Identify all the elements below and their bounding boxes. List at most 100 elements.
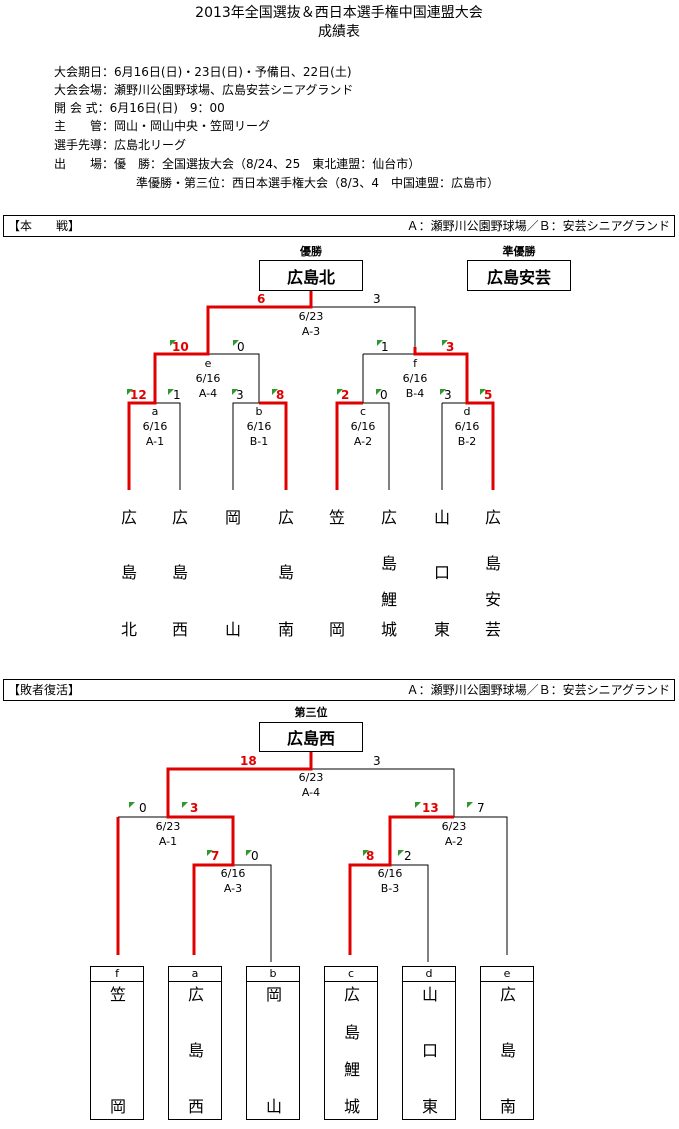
rep-team-label: b — [247, 967, 299, 982]
semi-f-venue: B-4 — [405, 387, 425, 400]
final-score-right: 3 — [373, 292, 381, 306]
semi-e-venue: A-4 — [198, 387, 218, 400]
win-mark — [232, 389, 238, 395]
qf-c-score-left: 2 — [341, 388, 350, 402]
third-place-name: 広島西 — [286, 729, 335, 748]
team-hiroshima-kita-3: 北 — [120, 620, 138, 639]
info-leader: 選手先導：広島北リーグ — [54, 138, 187, 152]
info-dates: 大会期日：6月16日(日)・23日(日)・予備日、22日(土) — [54, 65, 352, 79]
rep-team-box-b: b 岡 山 — [246, 966, 300, 1120]
team-hiroshima-minami-1: 広 — [277, 508, 295, 527]
win-mark — [398, 850, 404, 856]
rep-l2-score-left: 7 — [211, 849, 220, 863]
rep-team-char: 岡 — [109, 1097, 127, 1116]
final-score-left: 6 — [257, 292, 266, 306]
semi-f-score-left: 1 — [381, 340, 389, 354]
rep-final-score-left: 18 — [240, 754, 257, 768]
rep-l1-date: 6/23 — [155, 820, 181, 833]
team-kasaoka-3: 岡 — [328, 620, 346, 639]
rep-team-char: 広 — [499, 985, 517, 1004]
champion-box: 広島北 — [259, 260, 363, 291]
rep-team-box-e: e 広 島 南 — [480, 966, 534, 1120]
rep-team-char: 広 — [343, 985, 361, 1004]
win-mark — [129, 802, 135, 808]
runnerup-box: 広島安芸 — [467, 260, 571, 291]
qf-b-score-left: 3 — [236, 388, 244, 402]
rep-r2-score-left: 8 — [366, 849, 375, 863]
win-mark — [442, 340, 448, 346]
win-mark — [377, 340, 383, 346]
rep-team-char: 島 — [499, 1041, 517, 1060]
qf-d-venue: B-2 — [457, 435, 477, 448]
rep-team-char: 島 — [187, 1041, 205, 1060]
semi-e-date: 6/16 — [195, 372, 221, 385]
rep-team-char: 西 — [187, 1097, 205, 1116]
rep-team-label: d — [403, 967, 455, 982]
win-mark — [207, 850, 213, 856]
rep-team-box-f: f 笠 岡 — [90, 966, 144, 1120]
rep-r1-date: 6/23 — [441, 820, 467, 833]
win-mark — [480, 389, 486, 395]
win-mark — [246, 850, 252, 856]
third-place-box: 広島西 — [259, 722, 363, 752]
qf-b-score-right: 8 — [276, 388, 285, 402]
rep-team-box-d: d 山 口 東 — [402, 966, 456, 1120]
rep-team-char: 南 — [499, 1097, 517, 1116]
rep-team-char: 城 — [343, 1097, 361, 1116]
qf-c-venue: A-2 — [353, 435, 373, 448]
info-host: 主 管：岡山・岡山中央・笠岡リーグ — [54, 119, 271, 133]
qf-d-score-right: 5 — [484, 388, 493, 402]
semi-e-score-right: 0 — [237, 340, 245, 354]
runnerup-label: 準優勝 — [502, 245, 536, 258]
team-hiroshima-minami-2: 島 — [277, 563, 295, 582]
team-hiroshima-aki-3: 芸 — [484, 620, 502, 639]
qf-b-label: b — [255, 405, 263, 418]
rep-final-date: 6/23 — [298, 771, 324, 784]
rep-l2-venue: A-3 — [223, 882, 243, 895]
qf-c-score-right: 0 — [380, 388, 388, 402]
qf-a-date: 6/16 — [142, 420, 168, 433]
team-hiroshima-kita-2: 島 — [120, 563, 138, 582]
team-hiroshima-aki-1: 広 — [484, 508, 502, 527]
team-kasaoka-1: 笠 — [328, 508, 346, 527]
team-hiroshima-aki-2: 島安 — [485, 554, 502, 609]
qf-a-score-left: 12 — [130, 388, 147, 402]
team-yamaguchi-higashi-2: 口 — [433, 563, 451, 582]
team-yamaguchi-higashi-1: 山 — [433, 508, 451, 527]
qf-d-date: 6/16 — [454, 420, 480, 433]
main-header-right: Ａ：瀬野川公園野球場／Ｂ：安芸シニアグランド — [406, 219, 670, 233]
title-line-1: 2013年全国選抜＆西日本選手権中国連盟大会 — [195, 5, 483, 21]
rep-r2-venue: B-3 — [380, 882, 400, 895]
rep-team-char: 口 — [421, 1041, 439, 1060]
qf-d-label: d — [463, 405, 471, 418]
team-hiroshima-nishi-2: 島 — [171, 563, 189, 582]
rep-l1-score-left: 0 — [139, 801, 147, 815]
repechage-header: 【敗者復活】 Ａ：瀬野川公園野球場／Ｂ：安芸シニアグランド — [3, 679, 675, 701]
win-mark — [467, 802, 473, 808]
rep-final-venue: A-4 — [301, 786, 321, 799]
win-mark — [233, 340, 239, 346]
champion-label: 優勝 — [300, 245, 322, 258]
win-mark — [337, 389, 343, 395]
win-mark — [376, 389, 382, 395]
semi-f-label: f — [413, 357, 417, 370]
rep-team-char: 山 — [265, 1097, 283, 1116]
semi-f-score-right: 3 — [446, 340, 455, 354]
win-mark — [168, 389, 174, 395]
rep-team-char: 山 — [421, 985, 439, 1004]
rep-r1-venue: A-2 — [444, 835, 464, 848]
rep-team-box-a: a 広 島 西 — [168, 966, 222, 1120]
win-mark — [272, 389, 278, 395]
rep-team-char: 広 — [187, 985, 205, 1004]
qf-d-score-left: 3 — [444, 388, 452, 402]
title-line-2: 成績表 — [318, 24, 360, 40]
final-date: 6/23 — [298, 310, 324, 323]
semi-e-label: e — [204, 357, 212, 370]
win-mark — [415, 802, 421, 808]
qf-b-venue: B-1 — [249, 435, 269, 448]
qf-a-score-right: 1 — [173, 388, 181, 402]
qf-c-date: 6/16 — [350, 420, 376, 433]
team-hiroshima-minami-3: 南 — [277, 620, 295, 639]
rep-l1-venue: A-1 — [158, 835, 178, 848]
